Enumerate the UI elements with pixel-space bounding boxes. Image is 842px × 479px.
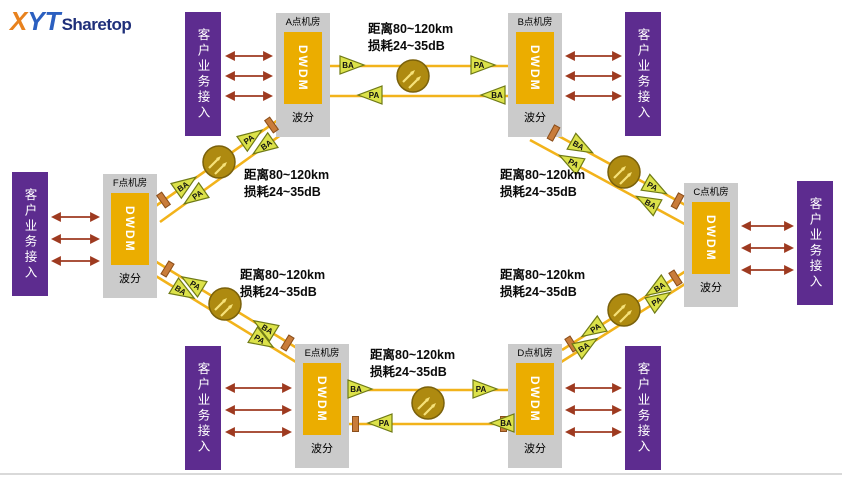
segment-label-de: 距离80~120km 损耗24~35dB <box>370 348 456 379</box>
svg-text:PA: PA <box>476 385 487 394</box>
svg-text:BA: BA <box>173 283 188 297</box>
ba-amp: BA <box>347 379 374 399</box>
svg-text:PA: PA <box>369 91 380 100</box>
svg-text:BA: BA <box>571 139 586 153</box>
station-f-dwdm-box: DWDM <box>111 193 149 265</box>
station-b-dwdm-box: DWDM <box>516 32 554 104</box>
pa-amp: PA <box>554 146 586 176</box>
segment-label-fa: 距离80~120km 损耗24~35dB <box>244 168 330 199</box>
client-access-b: 客户业务接入 <box>625 12 661 136</box>
brand-logo: XYTSharetop <box>10 6 132 36</box>
svg-text:BA: BA <box>643 198 658 212</box>
client-access-f: 客户业务接入 <box>12 172 48 296</box>
svg-text:PA: PA <box>645 180 659 193</box>
station-e-wdm-label: 波分 <box>311 443 333 455</box>
station-b-wdm-label: 波分 <box>524 112 546 124</box>
fiber-coil-icon <box>606 292 642 328</box>
fiber-coil-icon <box>201 144 237 180</box>
ba-amp: BA <box>488 413 515 433</box>
station-a-dwdm-box: DWDM <box>284 32 322 104</box>
station-d: D点机房 DWDM 波分 <box>508 344 562 468</box>
logo-name: Sharetop <box>61 15 132 34</box>
station-c: C点机房 DWDM 波分 <box>684 183 738 307</box>
svg-text:PA: PA <box>474 61 485 70</box>
station-c-wdm-label: 波分 <box>700 282 722 294</box>
pa-amp: PA <box>470 55 497 75</box>
station-e-dwdm-box: DWDM <box>303 363 341 435</box>
ba-amp: BA <box>571 330 604 361</box>
pa-amp: PA <box>176 268 209 299</box>
client-access-d: 客户业务接入 <box>625 346 661 470</box>
svg-text:BA: BA <box>500 419 512 428</box>
ba-amp: BA <box>640 273 673 305</box>
station-b: B点机房 DWDM 波分 <box>508 13 562 137</box>
pa-amp: PA <box>644 284 677 315</box>
svg-text:BA: BA <box>260 323 275 337</box>
pa-amp: PA <box>236 121 269 153</box>
bottom-divider <box>0 473 842 475</box>
pa-amp: PA <box>356 85 383 105</box>
station-f-title: F点机房 <box>112 178 148 189</box>
station-f-wdm-label: 波分 <box>119 273 141 285</box>
station-c-title: C点机房 <box>693 187 729 198</box>
station-e: E点机房 DWDM 波分 <box>295 344 349 468</box>
station-d-title: D点机房 <box>517 348 553 359</box>
client-access-e: 客户业务接入 <box>185 346 221 470</box>
station-f: F点机房 DWDM 波分 <box>103 174 157 298</box>
svg-text:BA: BA <box>342 61 354 70</box>
logo-mark: X <box>10 6 28 36</box>
ba-amp: BA <box>339 55 366 75</box>
ba-amp: BA <box>248 312 281 343</box>
pa-amp: PA <box>178 181 211 212</box>
fiber-connector-icon <box>352 416 359 432</box>
ba-amp: BA <box>631 187 663 217</box>
svg-text:BA: BA <box>350 385 362 394</box>
station-d-wdm-label: 波分 <box>524 443 546 455</box>
pa-amp: PA <box>247 326 280 357</box>
segment-label-ab: 距离80~120km 损耗24~35dB <box>368 22 454 53</box>
client-link-arrows <box>51 51 794 437</box>
segment-label-ef: 距离80~120km 损耗24~35dB <box>240 268 326 299</box>
svg-text:PA: PA <box>566 157 580 170</box>
station-c-dwdm-box: DWDM <box>692 202 730 274</box>
station-e-title: E点机房 <box>304 348 340 359</box>
pa-amp: PA <box>576 314 609 346</box>
svg-text:PA: PA <box>188 279 202 292</box>
station-a: A点机房 DWDM 波分 <box>276 13 330 137</box>
ba-amp: BA <box>247 131 280 162</box>
pa-amp: PA <box>472 379 499 399</box>
segment-label-cd: 距离80~120km 损耗24~35dB <box>500 268 586 299</box>
fiber-coil-icon <box>410 385 446 421</box>
ba-amp: BA <box>168 277 201 308</box>
fiber-coil-icon <box>606 154 642 190</box>
fiber-coil-icon <box>207 286 243 322</box>
client-access-a: 客户业务接入 <box>185 12 221 136</box>
ba-amp: BA <box>566 132 598 162</box>
svg-text:BA: BA <box>491 91 503 100</box>
svg-text:PA: PA <box>252 333 266 346</box>
client-access-c: 客户业务接入 <box>797 181 833 305</box>
fiber-coil-icon <box>395 58 431 94</box>
segment-label-bc: 距离80~120km 损耗24~35dB <box>500 168 586 199</box>
pa-amp: PA <box>640 173 672 203</box>
pa-amp: PA <box>366 413 393 433</box>
station-d-dwdm-box: DWDM <box>516 363 554 435</box>
svg-text:PA: PA <box>379 419 390 428</box>
station-a-title: A点机房 <box>285 17 321 28</box>
station-b-title: B点机房 <box>517 17 553 28</box>
station-a-wdm-label: 波分 <box>292 112 314 124</box>
ba-amp: BA <box>170 168 203 200</box>
ba-amp: BA <box>479 85 506 105</box>
